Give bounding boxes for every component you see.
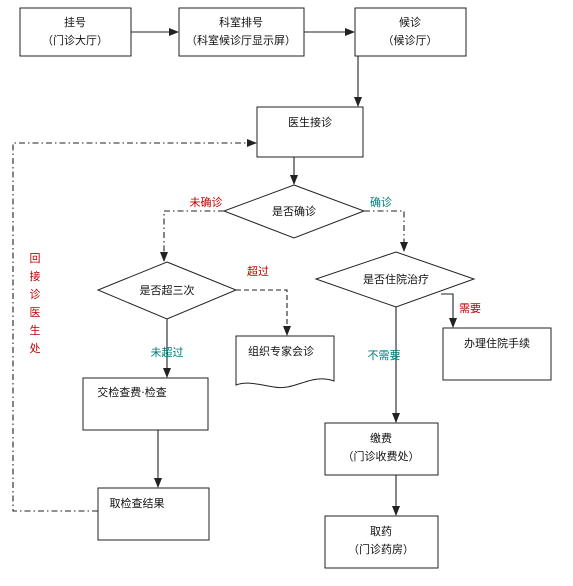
register-node: 挂号 （门诊大厅） [19, 7, 132, 57]
results-label: 取检查结果 [110, 496, 165, 510]
wait-location: （候诊厅） [383, 33, 438, 47]
medicine-title: 取药 [370, 525, 392, 538]
queue-location: （科室候诊厅显示屏） [186, 33, 296, 47]
label-exceeded: 超过 [247, 264, 269, 278]
medicine-location: （门诊药房） [348, 542, 414, 556]
label-return-to-doctor: 回 接 诊 医 生 处 [30, 252, 41, 355]
edge-confirmed [364, 210, 408, 252]
hospitalize-decision: 是否住院治疗 [314, 251, 476, 308]
wait-title: 候诊 [399, 15, 421, 29]
pay-title: 缴费 [370, 431, 392, 445]
exam-node: 交检查费·检查 [82, 377, 209, 431]
return-char-2: 接 [30, 270, 41, 283]
hospitalize-label: 是否住院治疗 [363, 272, 429, 286]
exam-label: 交检查费·检查 [97, 385, 167, 399]
pay-node: 缴费 （门诊收费处） [324, 422, 439, 476]
doctor-node: 医生接诊 [256, 106, 364, 158]
edge-need [441, 293, 457, 328]
return-char-3: 诊 [30, 287, 41, 301]
admission-label: 办理住院手续 [464, 336, 530, 350]
consult-label: 组织专家会诊 [248, 344, 314, 358]
label-confirmed: 确诊 [370, 195, 392, 209]
label-not-exceeded: 未超过 [151, 345, 184, 359]
pay-location: （门诊收费处） [343, 449, 420, 463]
edge-not-confirmed [160, 210, 224, 262]
edge-exceeded [236, 289, 291, 336]
queue-node: 科室排号 （科室候诊厅显示屏） [178, 7, 305, 57]
over3-decision: 是否超三次 [96, 261, 238, 320]
edge-return-to-doctor [12, 139, 257, 512]
results-node: 取检查结果 [97, 487, 210, 541]
consult-document: 组织专家会诊 [235, 335, 335, 389]
over3-label: 是否超三次 [140, 283, 195, 297]
label-not-confirmed: 未确诊 [190, 195, 223, 209]
label-need: 需要 [459, 302, 481, 315]
diagnosed-label: 是否确诊 [272, 204, 316, 218]
queue-title: 科室排号 [219, 15, 263, 29]
label-not-need: 不需要 [368, 349, 401, 362]
register-title: 挂号 [64, 15, 86, 29]
return-char-1: 回 [30, 252, 41, 265]
return-char-5: 生 [30, 323, 41, 337]
wait-node: 候诊 （候诊厅） [354, 7, 467, 57]
diagnosed-decision: 是否确诊 [222, 184, 366, 239]
return-char-6: 处 [30, 342, 41, 355]
register-location: （门诊大厅） [42, 33, 108, 47]
admission-node: 办理住院手续 [442, 327, 552, 381]
return-char-4: 医 [30, 306, 41, 319]
medicine-node: 取药 （门诊药房） [324, 515, 439, 569]
doctor-label: 医生接诊 [288, 115, 332, 129]
